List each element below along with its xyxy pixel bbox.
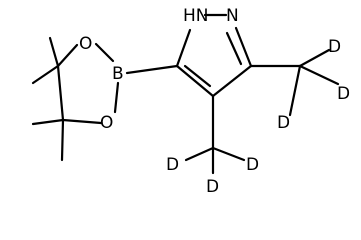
- bond-methyl-1: [48, 36, 60, 68]
- bond-cd-d5: [211, 146, 246, 162]
- bond-c4-c5: [175, 64, 215, 98]
- bond-c-c-pinacol: [56, 64, 65, 122]
- atom-oxygen-top-label: O: [79, 34, 92, 54]
- bond-c4-c5-inner: [183, 64, 212, 88]
- atom-oxygen-bottom-label: O: [100, 113, 113, 133]
- bond-cd-d4: [184, 146, 215, 162]
- bond-methyl-3: [31, 118, 65, 126]
- molecule-structure: HN N B O O D D D D D D: [31, 6, 350, 197]
- atom-d-right-1-label: D: [328, 37, 341, 57]
- atom-d-right-3-label: D: [277, 113, 290, 133]
- bond-methyl-4: [60, 118, 65, 162]
- atom-boron-label: B: [112, 64, 124, 84]
- bond-b-o-bottom: [113, 81, 120, 114]
- bond-n2-c3: [234, 26, 253, 68]
- atom-d-bottom-2-label: D: [246, 155, 259, 175]
- bond-cd-d1: [298, 48, 331, 68]
- bond-o-c-top: [56, 43, 79, 68]
- bond-methyl-2: [31, 64, 60, 85]
- bond-cd-d3: [288, 64, 302, 117]
- atom-nh-label: HN: [183, 6, 209, 26]
- bond-b-c5: [125, 64, 179, 75]
- structure-canvas: HN N B O O D D D D D D: [31, 6, 350, 197]
- bond-c3-c4: [211, 64, 253, 98]
- bond-cd-d2: [298, 64, 340, 86]
- atom-d-right-2-label: D: [337, 84, 350, 104]
- bond-c-o-bottom: [61, 118, 103, 125]
- atom-d-bottom-3-label: D: [206, 177, 219, 197]
- bond-n2-c3-inner: [225, 31, 243, 66]
- bond-c5-n1: [175, 28, 192, 68]
- atom-d-bottom-1-label: D: [166, 155, 179, 175]
- atom-n-label: N: [226, 6, 239, 26]
- bond-o-b-top: [94, 42, 115, 63]
